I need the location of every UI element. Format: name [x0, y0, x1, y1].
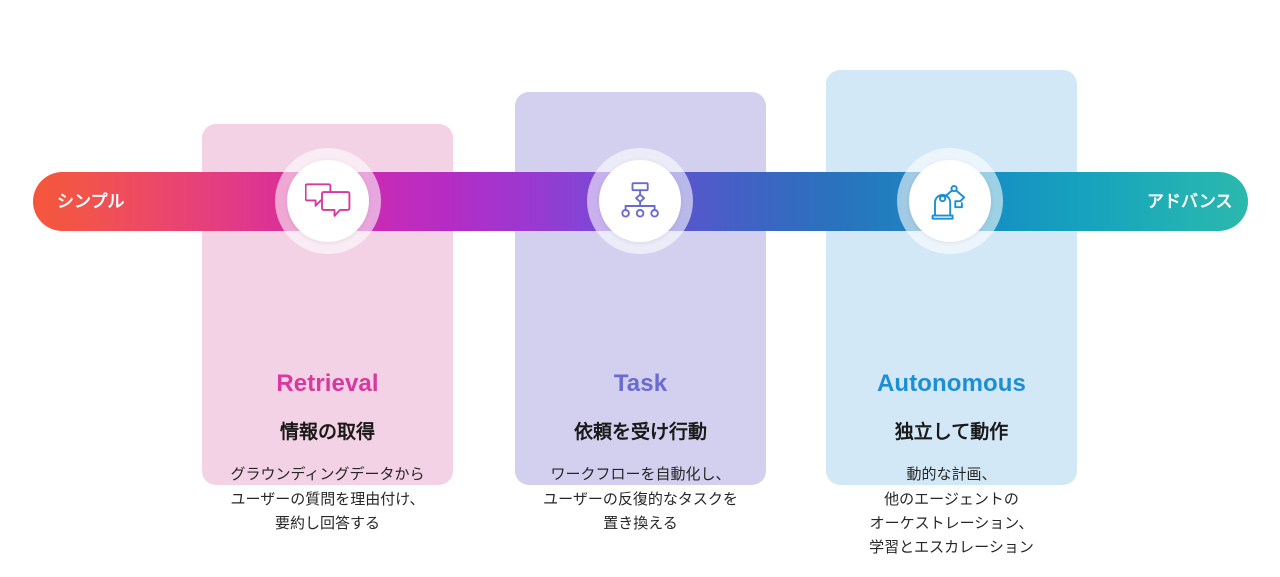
- node-inner-disc: [287, 160, 369, 242]
- stage-description: 動的な計画、 他のエージェントの オーケストレーション、 学習とエスカレーション: [869, 466, 1034, 557]
- stage-title: Task: [613, 370, 668, 397]
- robot-arm-icon: [927, 181, 973, 221]
- stage-card-body: Autonomous 独立して動作 動的な計画、 他のエージェントの オーケスト…: [826, 370, 1077, 561]
- stage-description: グラウンディングデータから ユーザーの質問を理由付け、 要約し回答する: [230, 466, 425, 533]
- chat-bubbles-icon: [305, 181, 351, 221]
- stage-card-body: Task 依頼を受け行動 ワークフローを自動化し、 ユーザーの反復的なタスクを …: [515, 370, 766, 536]
- stage-card-autonomous: Autonomous 独立して動作 動的な計画、 他のエージェントの オーケスト…: [826, 70, 1077, 556]
- scale-label-advanced: アドバンス: [1147, 192, 1233, 211]
- stage-description: ワークフローを自動化し、 ユーザーの反復的なタスクを 置き換える: [543, 466, 738, 533]
- stage-subtitle: 依頼を受け行動: [573, 421, 707, 443]
- node-inner-disc: [599, 160, 681, 242]
- node-inner-disc: [909, 160, 991, 242]
- stage-subtitle: 独立して動作: [894, 421, 1009, 443]
- stage-title: Retrieval: [276, 370, 379, 397]
- stage-node-task: [587, 148, 693, 254]
- stage-title: Autonomous: [877, 370, 1026, 397]
- stage-node-retrieval: [275, 148, 381, 254]
- stage-subtitle: 情報の取得: [279, 421, 375, 443]
- stage-card-body: Retrieval 情報の取得 グラウンディングデータから ユーザーの質問を理由…: [202, 370, 453, 536]
- workflow-hierarchy-icon: [618, 181, 662, 221]
- scale-label-simple: シンプル: [57, 192, 125, 211]
- stage-node-autonomous: [897, 148, 1003, 254]
